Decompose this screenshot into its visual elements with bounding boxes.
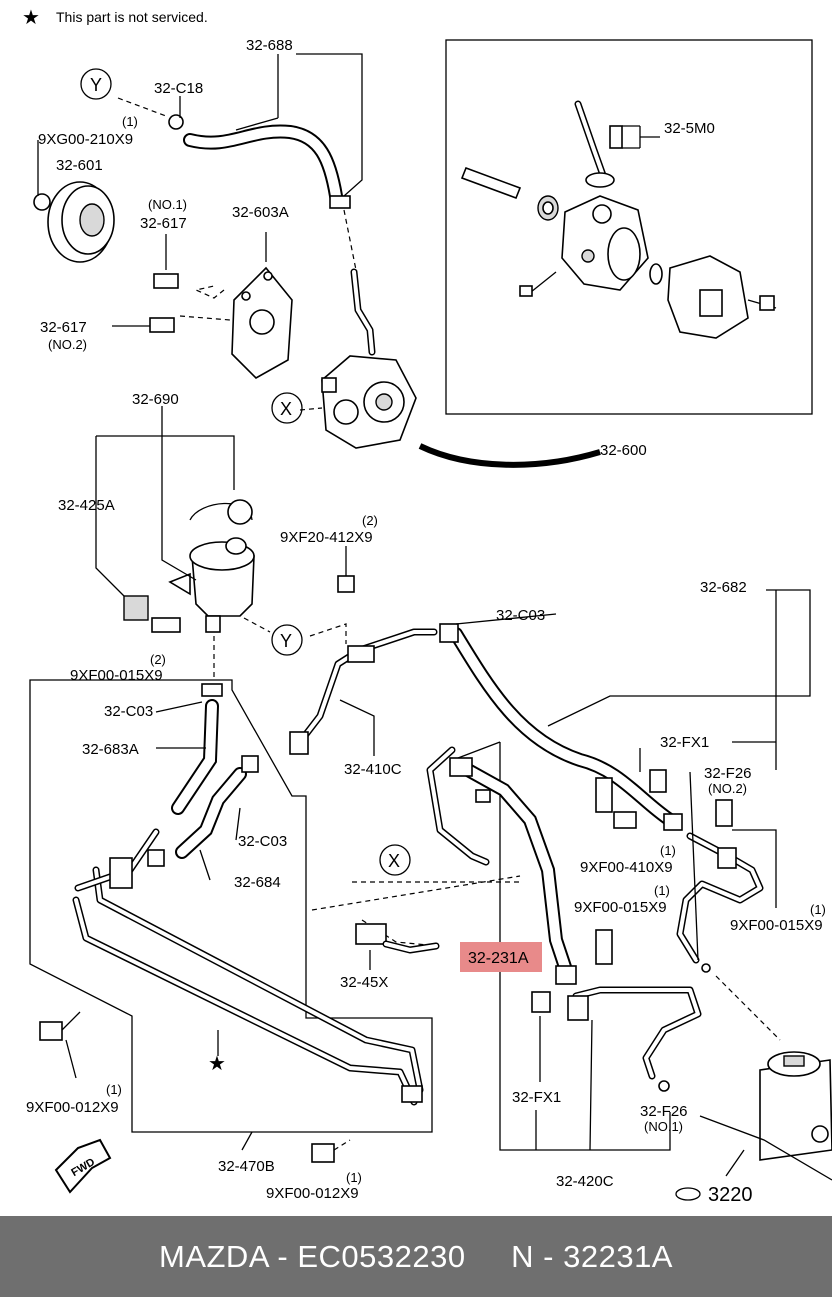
bolt-015-c — [715, 799, 733, 827]
pipe-410c — [289, 628, 438, 755]
ref-circle-y-top — [80, 68, 112, 100]
label-32-45x: 32-45X — [340, 974, 388, 991]
label-no2-f26: (NO.2) — [708, 781, 747, 796]
label-no1-617: (NO.1) — [148, 197, 187, 212]
label-32-410c: 32-410C — [344, 761, 402, 778]
label-no2-617: (NO.2) — [48, 337, 87, 352]
pressure-hose-231a — [426, 746, 577, 985]
label-32-5m0: 32-5M0 — [664, 120, 715, 137]
footer-gap — [466, 1239, 512, 1275]
region-outline-left — [29, 679, 433, 1133]
label-qty-412: (2) — [362, 513, 378, 528]
label-9xf00-015-b: 9XF00-015X9 — [574, 899, 667, 916]
label-9xf00-410: 9XF00-410X9 — [580, 859, 673, 876]
label-9xf00-012-a: 9XF00-012X9 — [26, 1099, 119, 1116]
label-32-c18: 32-C18 — [154, 80, 203, 97]
reservoir-3220 — [699, 1051, 832, 1181]
highlight-box — [460, 942, 542, 972]
label-32-f26-a: 32-F26 — [704, 765, 752, 782]
ref-circle-x-top — [271, 392, 303, 424]
footer-bar: MAZDA - EC0532230 N - 32231A — [0, 1216, 832, 1297]
label-32-682: 32-682 — [700, 579, 747, 596]
label-32-601: 32-601 — [56, 157, 103, 174]
label-32-fx1-a: 32-FX1 — [660, 734, 709, 751]
label-32-425a: 32-425A — [58, 497, 115, 514]
label-32-420c: 32-420C — [556, 1173, 614, 1190]
not-serviced-note: This part is not serviced. — [56, 9, 208, 25]
label-qty-410: (1) — [660, 843, 676, 858]
label-32-684: 32-684 — [234, 874, 281, 891]
label-3220: 3220 — [708, 1184, 753, 1206]
return-hose — [439, 623, 683, 831]
label-x-top: X — [280, 399, 292, 419]
cooler-pipes — [72, 828, 424, 1106]
label-no1-f26: (NO.1) — [644, 1119, 683, 1134]
bolt-012-a — [39, 1021, 63, 1041]
reservoir — [123, 499, 355, 633]
label-32-231a: 32-231A — [468, 950, 529, 967]
suction-hose — [168, 114, 351, 209]
ref-circle-y-mid — [271, 624, 303, 656]
not-serviced-star: ★ — [22, 7, 40, 29]
footer-number: N - 32231A — [511, 1238, 673, 1274]
label-y-top: Y — [90, 75, 102, 95]
label-qty-015-b: (1) — [654, 883, 670, 898]
label-32-617-a: 32-617 — [140, 215, 187, 232]
parts-diagram: ★ This part is not serviced. — [22, 7, 832, 1206]
bolt-410 — [595, 777, 613, 813]
label-32-f26-b: 32-F26 — [640, 1103, 688, 1120]
label-32-c03-b: 32-C03 — [104, 703, 153, 720]
label-9xf00-015-a: 9XF00-015X9 — [70, 667, 163, 684]
label-qty-012-b: (1) — [346, 1170, 362, 1185]
label-9xf20: 9XF20-412X9 — [280, 529, 373, 546]
pipe-f26-a — [676, 832, 764, 964]
power-steering-pump — [321, 355, 417, 449]
label-qty-012-a: (1) — [106, 1082, 122, 1097]
hose-684 — [175, 755, 259, 859]
fwd-arrow — [54, 1138, 112, 1194]
pressure-line-pump — [350, 268, 376, 356]
label-32-688: 32-688 — [246, 37, 293, 54]
label-32-c03-c: 32-C03 — [238, 833, 287, 850]
ref-circle-x-mid — [379, 844, 411, 876]
fitting-fx1-a — [649, 769, 667, 793]
label-32-470b: 32-470B — [218, 1158, 275, 1175]
label-32-fx1-b: 32-FX1 — [512, 1089, 561, 1106]
label-qty-c18: (1) — [122, 114, 138, 129]
hose-683a — [171, 683, 223, 815]
label-32-690: 32-690 — [132, 391, 179, 408]
assembly-arrow — [418, 443, 601, 468]
label-fwd: FWD — [69, 1156, 97, 1179]
label-32-683a: 32-683A — [82, 741, 139, 758]
label-32-c03-a: 32-C03 — [496, 607, 545, 624]
label-star: ★ — [208, 1053, 226, 1075]
label-32-603a: 32-603A — [232, 204, 289, 221]
bolt-015-b — [595, 929, 613, 965]
bolt-012-b — [311, 1143, 335, 1163]
label-9xg00: 9XG00-210X9 — [38, 131, 133, 148]
label-32-600: 32-600 — [600, 442, 647, 459]
label-9xf00-015-c: 9XF00-015X9 — [730, 917, 823, 934]
footer-brand: MAZDA - EC0532230 — [159, 1238, 466, 1274]
connector-45x — [355, 923, 440, 954]
pump-detail-box — [445, 39, 813, 415]
label-y-mid: Y — [280, 631, 292, 651]
label-qty-015-c: (1) — [810, 902, 826, 917]
label-9xf00-012-b: 9XF00-012X9 — [266, 1185, 359, 1202]
label-32-617-b: 32-617 — [40, 319, 87, 336]
label-x-mid: X — [388, 851, 400, 871]
pump-exploded-detail — [460, 100, 777, 339]
bracket-plate — [149, 266, 293, 379]
label-qty-015-a: (2) — [150, 652, 166, 667]
pipe-420c — [531, 986, 702, 1092]
pulley — [33, 181, 115, 263]
